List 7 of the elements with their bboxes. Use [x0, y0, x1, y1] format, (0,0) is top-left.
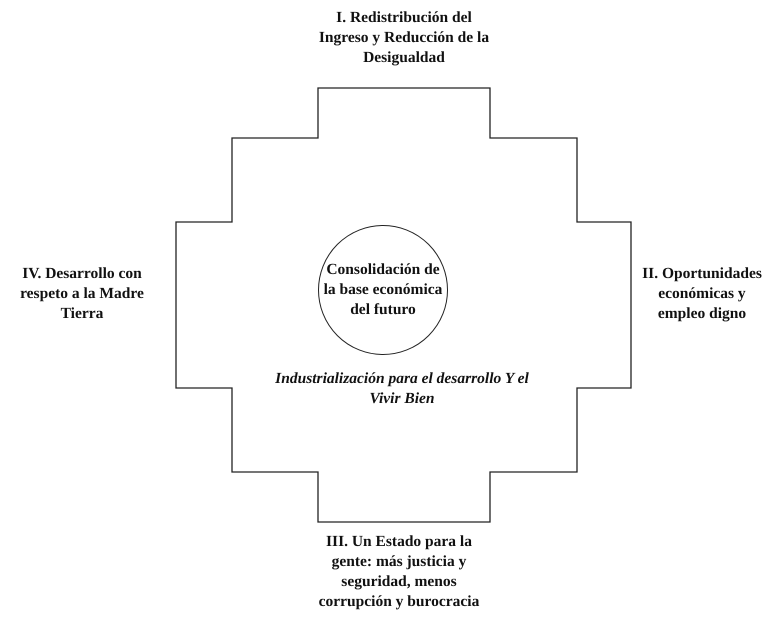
pillar-heading: IV. Desarrollo con respeto a la Madre Tierra	[19, 264, 145, 324]
pillar-heading: I. Redistribución del Ingreso y Reducción de la Desigualdad	[318, 8, 490, 68]
pillar-heading: III. Un Estado para la gente: más justicia y seguridad, menos corrupción y burocracia	[318, 532, 480, 612]
circle-text: Consolidación de la base económica del futuro	[323, 260, 443, 320]
italic-caption: Industrialización para el desarrollo Y el Vivir Bien	[274, 369, 530, 409]
stepped-cross-shape	[175, 87, 632, 523]
pillar-heading: II. Oportunidades económicas y empleo digno	[641, 264, 763, 324]
